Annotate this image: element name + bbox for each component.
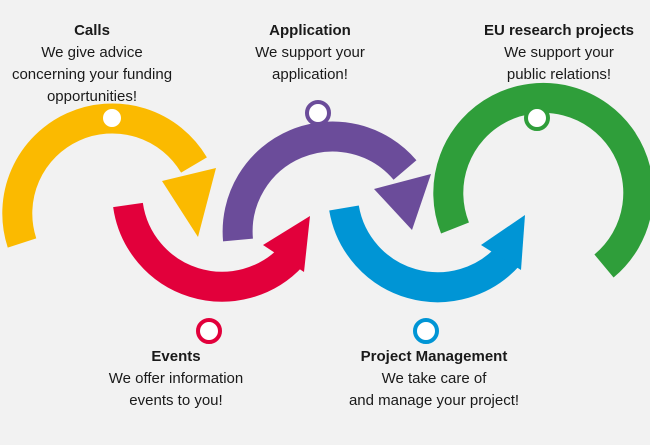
eu-projects-title: EU research projects [483, 22, 635, 39]
eu-projects-text-2: public relations! [506, 66, 612, 83]
eu-projects-caption: EU research projects We support your pub… [464, 20, 650, 86]
eu-projects-text-1: We support your [504, 44, 614, 61]
project-management-caption: Project Management We take care of and m… [330, 346, 538, 412]
events-arrow [113, 202, 310, 344]
application-text-1: We support your [255, 44, 365, 61]
calls-text-3: opportunities! [46, 88, 138, 105]
calls-title: Calls [74, 22, 110, 39]
calls-caption: Calls We give advice concerning your fun… [0, 20, 184, 108]
events-caption: Events We offer information events to yo… [86, 346, 266, 412]
calls-text-2: concerning your funding [11, 66, 173, 83]
events-node [196, 318, 222, 344]
eu-projects-node [524, 105, 550, 131]
application-title: Application [269, 22, 351, 39]
events-text-1: We offer information [108, 370, 244, 387]
project-management-text-2: and manage your project! [348, 392, 520, 409]
eu-projects-arrow [433, 82, 650, 278]
events-text-2: events to you! [129, 392, 223, 409]
project-management-text-1: We take care of [381, 370, 487, 387]
application-arrow [222, 100, 431, 242]
project-management-arrow [329, 205, 525, 344]
calls-text-1: We give advice [41, 44, 143, 61]
project-management-node [413, 318, 439, 344]
calls-node [99, 105, 125, 131]
application-caption: Application We support your application! [218, 20, 402, 86]
application-node [305, 100, 331, 126]
events-title: Events [151, 348, 201, 365]
calls-arrow [2, 103, 216, 248]
project-management-title: Project Management [360, 348, 508, 365]
application-text-2: application! [272, 66, 348, 83]
